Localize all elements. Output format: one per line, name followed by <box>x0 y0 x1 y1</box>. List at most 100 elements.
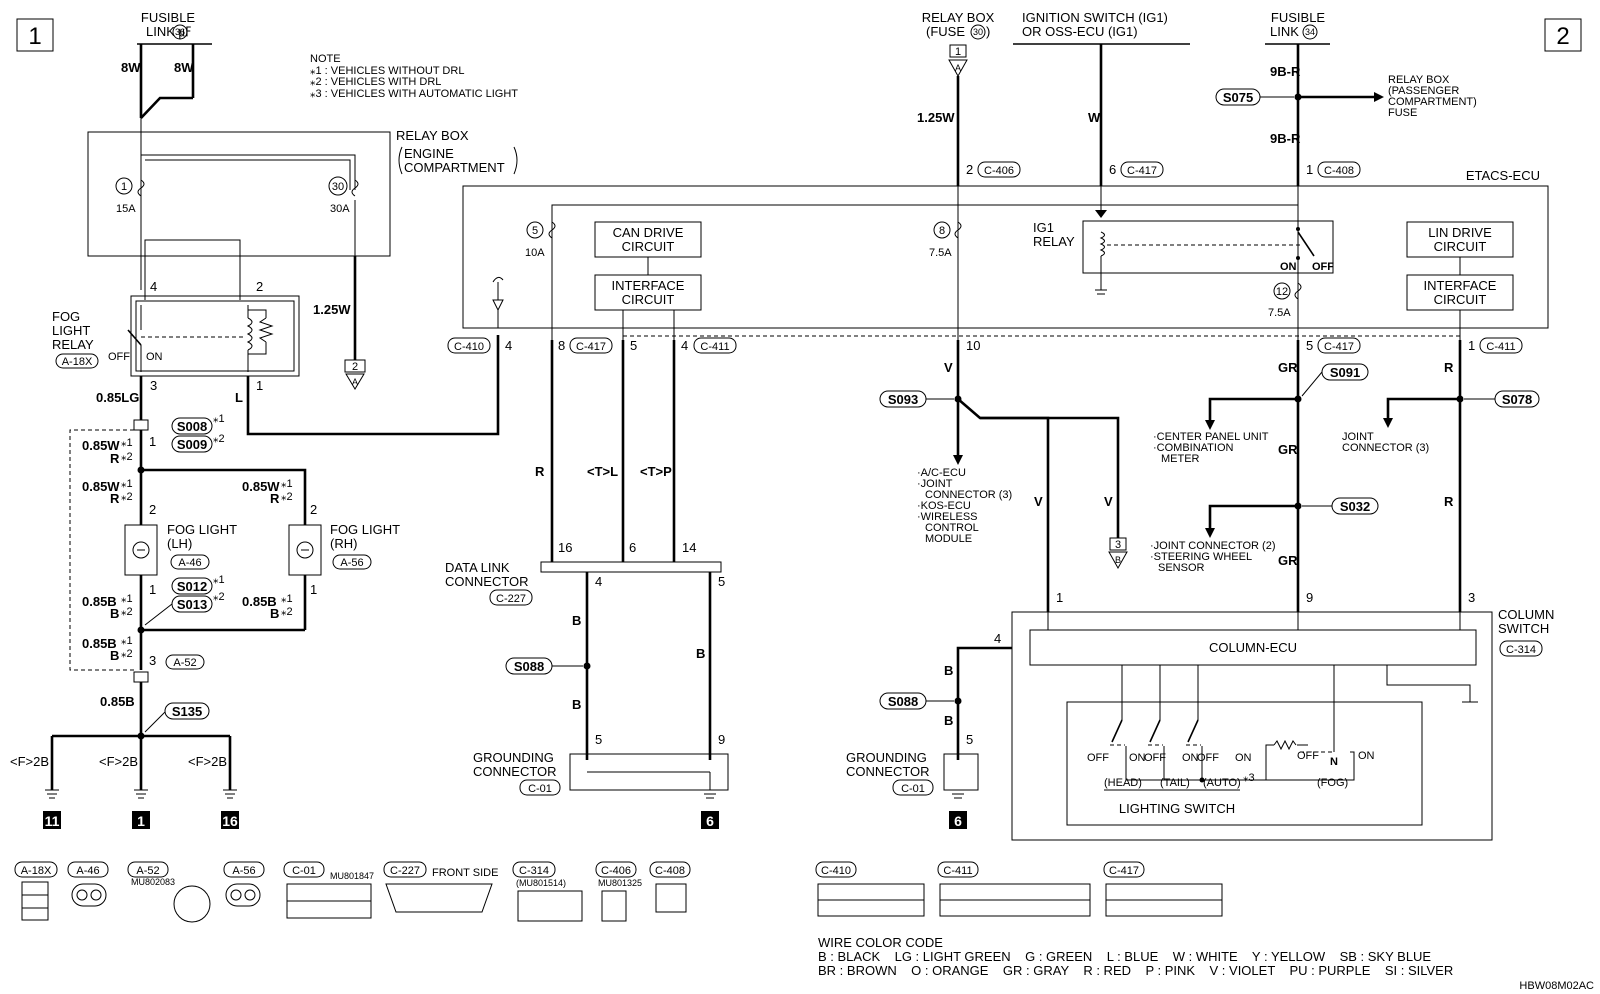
legend-c406: C-406 <box>601 865 631 877</box>
legend-c227-side: FRONT SIDE <box>432 867 498 879</box>
gnd-left-l1: GROUNDING <box>473 750 554 765</box>
fuse-30-circle <box>328 176 348 196</box>
svg-text:B: B <box>572 613 581 628</box>
svg-text:1: 1 <box>1468 338 1475 353</box>
legend-a56: A-56 <box>232 865 255 877</box>
splice-s032: S032 <box>1340 499 1370 514</box>
svg-text:⁎1: ⁎1 <box>121 635 133 647</box>
svg-text:METER: METER <box>1161 453 1200 465</box>
note-block: NOTE ⁎1 : VEHICLES WITHOUT DRL ⁎2 : VEHI… <box>310 53 518 100</box>
wire-label-8w-b: 8W <box>174 60 194 75</box>
svg-text:·CENTER PANEL UNIT: ·CENTER PANEL UNIT <box>1153 431 1269 443</box>
svg-text:B: B <box>944 713 953 728</box>
relay-box-sub2: COMPARTMENT <box>404 160 505 175</box>
svg-text:A: A <box>955 63 961 73</box>
ground-6-left: 6 <box>706 813 714 829</box>
svg-text:⁎2: ⁎2 <box>121 648 133 660</box>
fusible-link-36-circle <box>172 24 188 40</box>
etacs-fuse-8-amp: 7.5A <box>929 247 952 259</box>
wire-label-125w-mid: 1.25W <box>917 110 955 125</box>
svg-text:B: B <box>944 663 953 678</box>
wire-label-r-c: R <box>270 491 280 506</box>
svg-text:CONTROL: CONTROL <box>925 522 979 534</box>
wire-label-085lg: 0.85LG <box>96 390 139 405</box>
wire-label-085b-c: 0.85B <box>82 636 117 651</box>
svg-text:⁎1: ⁎1 <box>213 574 225 586</box>
relay-box-pc-l1: RELAY BOX <box>1388 74 1450 86</box>
svg-text:MODULE: MODULE <box>925 533 972 545</box>
fusible-link-36-label2: LINK ㎌ <box>146 24 192 40</box>
fuse-30-num: 30 <box>332 181 344 193</box>
svg-text:5: 5 <box>630 338 637 353</box>
svg-text:2: 2 <box>310 502 317 517</box>
fog-lh-l1: FOG LIGHT <box>167 522 237 537</box>
svg-text:): ) <box>986 24 990 39</box>
splice-s009: S009 <box>177 437 207 452</box>
fusible-link-36-num: 36 <box>175 27 185 37</box>
connector-legend: A-18X A-46 A-52 MU802083 A-56 C-01 MU801… <box>14 861 1223 923</box>
svg-text:CIRCUIT: CIRCUIT <box>1434 239 1487 254</box>
svg-text:⁎2: ⁎2 <box>281 491 293 503</box>
wire-label-r-a: R <box>110 451 120 466</box>
column-switch-l1: COLUMN <box>1498 607 1554 622</box>
svg-text:⁎3: ⁎3 <box>1243 772 1255 784</box>
gnd-right-l2: CONNECTOR <box>846 764 930 779</box>
svg-text:ON: ON <box>1358 750 1375 762</box>
svg-text:CIRCUIT: CIRCUIT <box>622 292 675 307</box>
grounding-connector-left <box>569 753 729 791</box>
svg-text:SENSOR: SENSOR <box>1158 562 1205 574</box>
svg-text:⁎1: ⁎1 <box>121 437 133 449</box>
offpage-to-3: 3 <box>1115 539 1121 551</box>
ig1-switch <box>1297 231 1315 257</box>
wire-color-code-title: WIRE COLOR CODE <box>818 935 943 950</box>
legend-c314: C-314 <box>519 865 549 877</box>
lighting-switch-contacts <box>1110 665 1355 783</box>
gnd-left-conn: C-01 <box>528 783 552 795</box>
splice-s135: S135 <box>172 704 202 719</box>
svg-text:OFF: OFF <box>1144 752 1166 764</box>
offpage-arrow-a <box>345 373 365 390</box>
etacs-fuse-12: 12 <box>1276 286 1288 298</box>
svg-text:(FOG): (FOG) <box>1317 777 1348 789</box>
svg-text:N: N <box>1330 756 1338 768</box>
wire-label-b-a: B <box>110 606 119 621</box>
svg-text:⁎2: ⁎2 <box>281 606 293 618</box>
f2b-label-3: <F>2B <box>188 754 227 769</box>
pin-1-a: 1 <box>149 434 156 449</box>
svg-text:·JOINT CONNECTOR (2): ·JOINT CONNECTOR (2) <box>1150 540 1276 552</box>
relay-box-pc-l3: COMPARTMENT) <box>1388 96 1477 108</box>
dlc-l1: DATA LINK <box>445 560 510 575</box>
svg-text:CAN DRIVE: CAN DRIVE <box>613 225 684 240</box>
svg-text:9: 9 <box>718 732 725 747</box>
etacs-ecu-box <box>462 185 1549 329</box>
legend-c411: C-411 <box>943 865 972 877</box>
ground-11: 11 <box>45 813 60 829</box>
wire-label-9br-b: 9B-R <box>1270 131 1301 146</box>
svg-text:OFF: OFF <box>1087 752 1109 764</box>
ign-l1: IGNITION SWITCH (IG1) <box>1022 10 1168 25</box>
ig1-off: OFF <box>1312 261 1334 273</box>
wire-label-r: R <box>535 464 545 479</box>
wire-label-125w-left: 1.25W <box>313 302 351 317</box>
relay-box-fuse30-l2: (FUSE <box>926 24 965 39</box>
svg-text:V: V <box>1034 494 1043 509</box>
gnd-right-conn: C-01 <box>901 783 925 795</box>
dlc-l2: CONNECTOR <box>445 574 529 589</box>
splice-s093: S093 <box>888 392 918 407</box>
fuse-1-amp: 15A <box>116 203 136 215</box>
svg-text:·JOINT: ·JOINT <box>917 478 953 490</box>
svg-text:1: 1 <box>149 582 156 597</box>
data-link-connector <box>540 561 722 573</box>
note-title: NOTE <box>310 53 341 65</box>
gnd-left-l2: CONNECTOR <box>473 764 557 779</box>
splice-s091: S091 <box>1330 365 1360 380</box>
fog-relay-l1: FOG <box>52 309 80 324</box>
lighting-switch-box <box>1066 701 1423 826</box>
svg-text:INTERFACE: INTERFACE <box>1424 278 1497 293</box>
sheet-marker-right: 2 <box>1556 23 1569 50</box>
svg-text:10: 10 <box>966 338 980 353</box>
svg-text:5: 5 <box>595 732 602 747</box>
wire-label-085b-b: 0.85B <box>242 594 277 609</box>
svg-text:·WIRELESS: ·WIRELESS <box>917 511 978 523</box>
offpage-from-1: 1 <box>955 46 961 58</box>
